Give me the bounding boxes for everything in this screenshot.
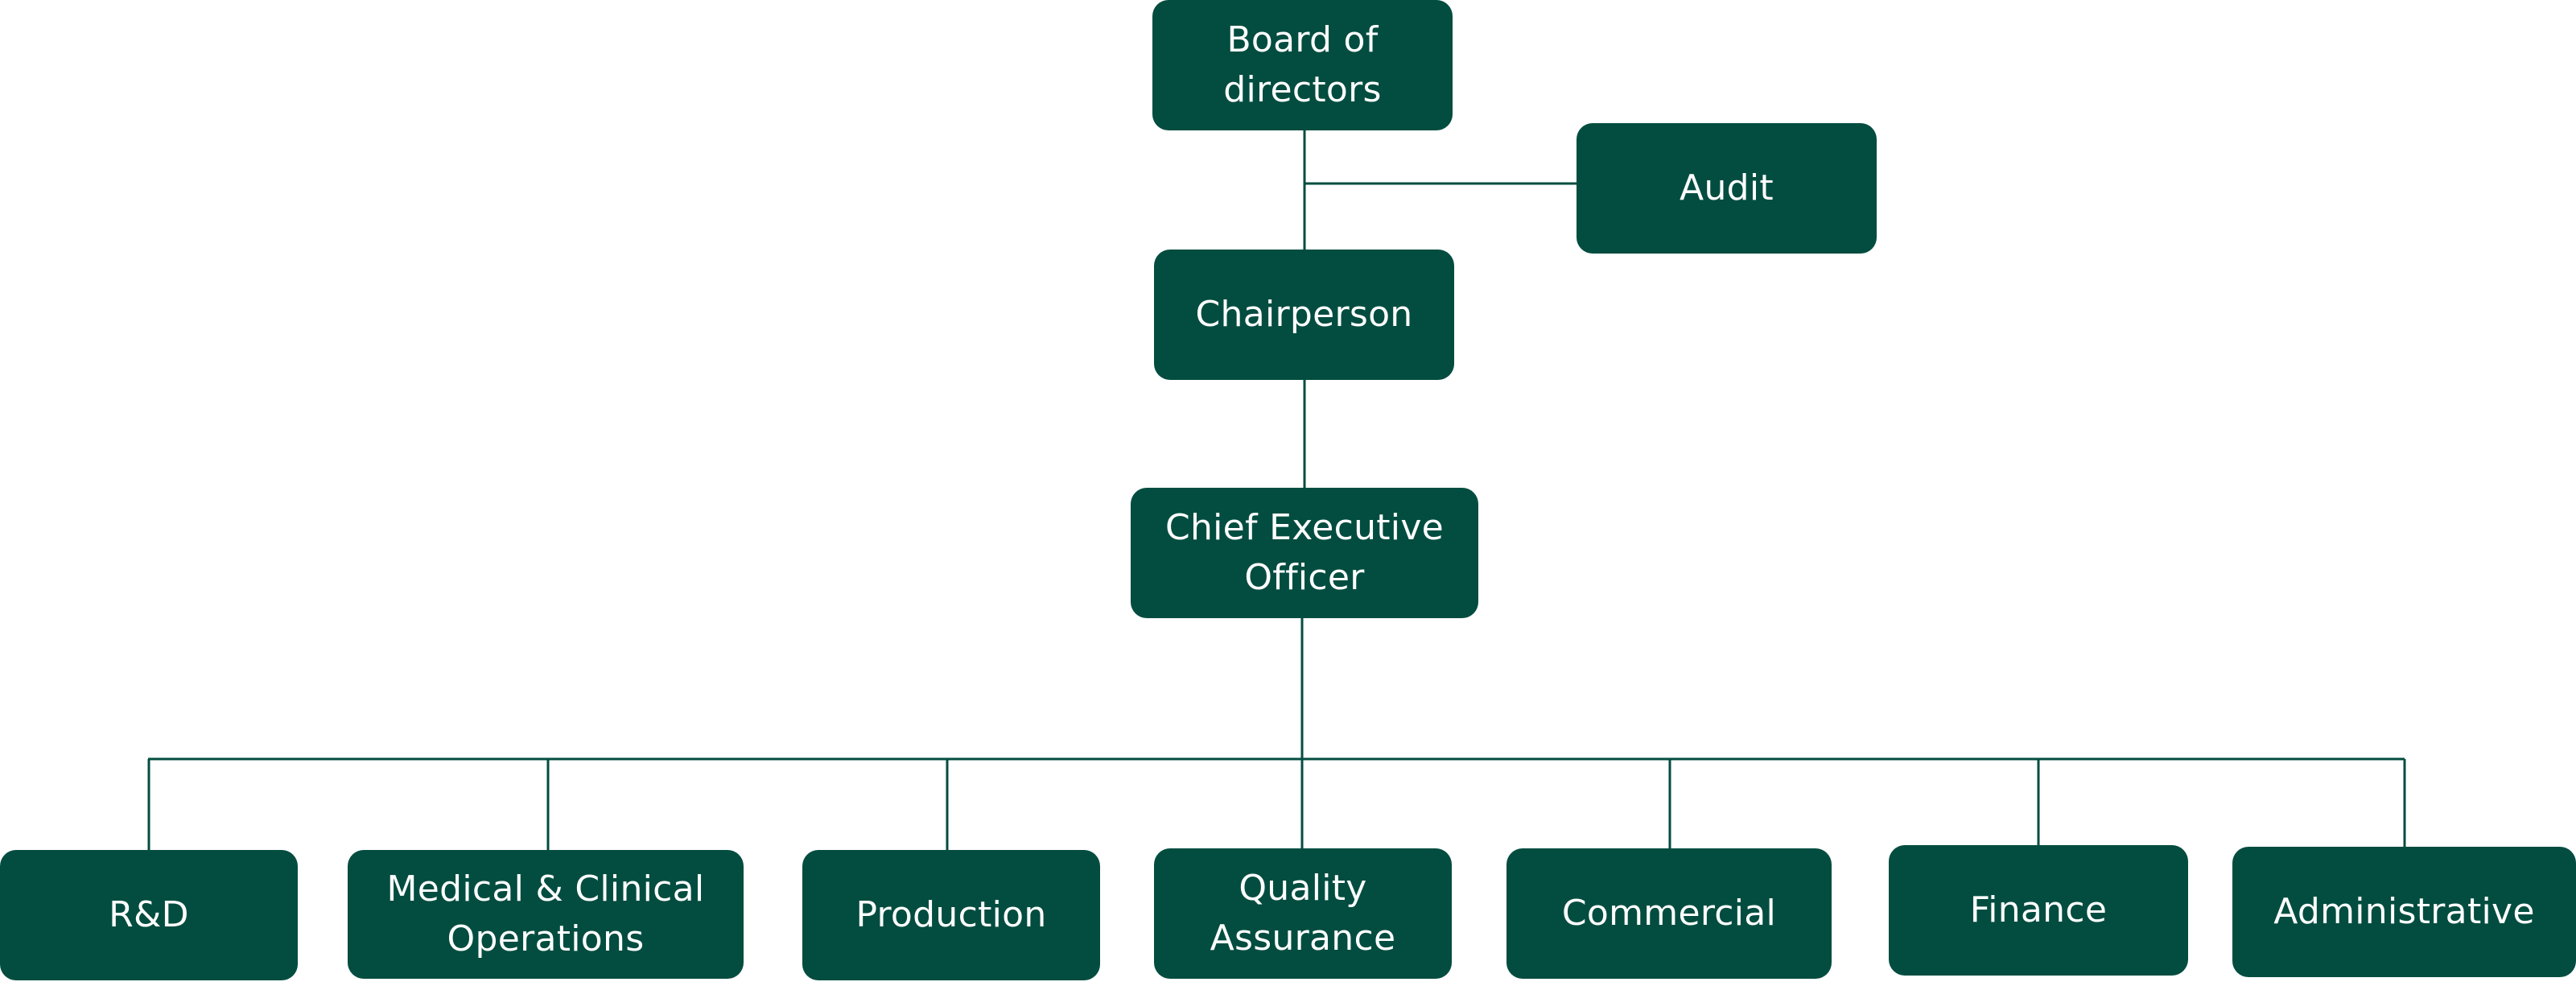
production-node: Production: [802, 850, 1100, 980]
board-of-directors-label: Board of directors: [1223, 19, 1382, 110]
quality-assurance-node: Quality Assurance: [1154, 848, 1452, 979]
administrative-node: Administrative: [2232, 847, 2576, 977]
finance-node: Finance: [1889, 845, 2188, 976]
audit-node: Audit: [1577, 123, 1877, 254]
chief-executive-officer-label: Chief Executive Officer: [1164, 507, 1445, 598]
board-of-directors-node: Board of directors: [1152, 0, 1453, 130]
chairperson-label: Chairperson: [1195, 294, 1413, 335]
chairperson-node: Chairperson: [1154, 250, 1454, 380]
commercial-node: Commercial: [1506, 848, 1832, 979]
chief-executive-officer-node: Chief Executive Officer: [1131, 488, 1478, 618]
finance-label: Finance: [1969, 889, 2108, 930]
quality-assurance-label: Quality Assurance: [1210, 868, 1396, 959]
administrative-label: Administrative: [2273, 891, 2535, 932]
rnd-label: R&D: [109, 894, 189, 935]
medical-clinical-operations-node: Medical & Clinical Operations: [348, 850, 744, 979]
medical-clinical-operations-label: Medical & Clinical Operations: [386, 868, 705, 959]
commercial-label: Commercial: [1561, 893, 1777, 934]
rnd-node: R&D: [0, 850, 298, 980]
audit-label: Audit: [1680, 167, 1774, 208]
production-label: Production: [855, 894, 1047, 935]
